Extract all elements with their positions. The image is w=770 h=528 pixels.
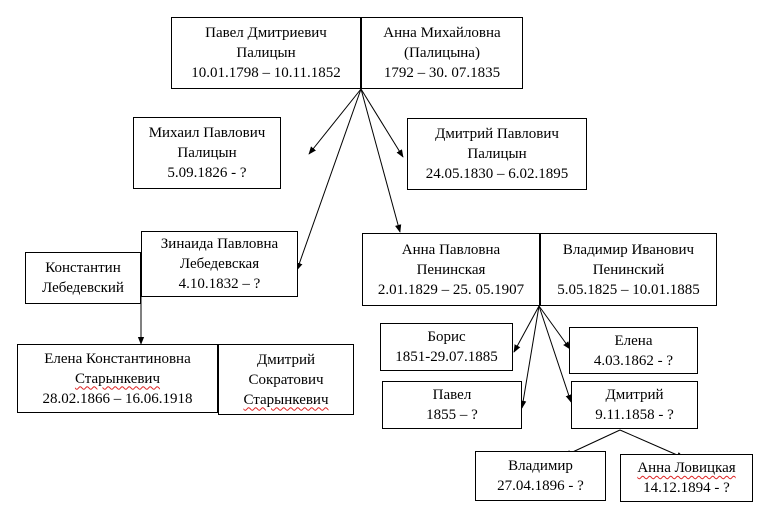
person-dmitry: Дмитрий 9.11.1858 - ?: [571, 381, 698, 429]
person-dmitry-sokratovich: Дмитрий Сократович Старынкевич: [218, 344, 354, 415]
arrow-to-pavel: [520, 305, 540, 409]
person-dmitry-pavlovich: Дмитрий Павлович Палицын 24.05.1830 – 6.…: [407, 118, 587, 190]
person-konstantin: Константин Лебедевский: [25, 252, 141, 304]
arrow-to-elena: [538, 305, 571, 350]
person-vladimir: Владимир 27.04.1896 - ?: [475, 451, 606, 501]
arrow-to-zinaida: [296, 88, 362, 271]
person-elena-konstantinovna: Елена Константиновна Старынкевич 28.02.1…: [17, 344, 218, 413]
person-anna-pavlovna: Анна Павловна Пенинская 2.01.1829 – 25. …: [362, 233, 540, 306]
person-anna-lovitskaya: Анна Ловицкая 14.12.1894 - ?: [620, 454, 753, 502]
arrow-to-mikhail: [308, 88, 362, 155]
person-pavel: Павел 1855 – ?: [382, 381, 522, 429]
person-boris: Борис 1851-29.07.1885: [380, 323, 513, 371]
arrow-to-boris: [513, 305, 540, 353]
arrow-to-anna-l: [619, 429, 685, 459]
person-mikhail-pavlovich: Михаил Павлович Палицын 5.09.1826 - ?: [133, 117, 281, 189]
person-vladimir-ivanovich: Владимир Иванович Пенинский 5.05.1825 – …: [540, 233, 717, 306]
arrow-to-dmitry: [538, 305, 572, 403]
person-elena: Елена 4.03.1862 - ?: [569, 327, 698, 374]
arrow-to-anna-p: [360, 88, 402, 233]
person-pavel-dmitrievich: Павел Дмитриевич Палицын 10.01.1798 – 10…: [171, 17, 361, 89]
person-zinaida-pavlovna: Зинаида Павловна Лебедевская 4.10.1832 –…: [141, 231, 298, 297]
arrow-to-dmitry-p: [360, 88, 404, 158]
person-anna-mikhailovna: Анна Михайловна (Палицына) 1792 – 30. 07…: [361, 17, 523, 89]
